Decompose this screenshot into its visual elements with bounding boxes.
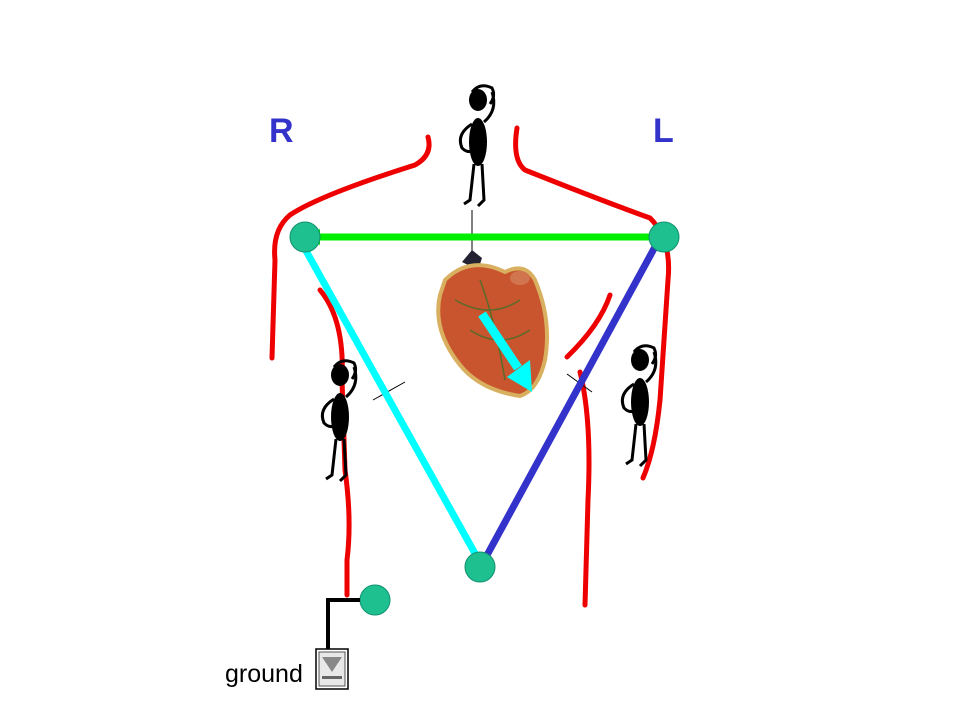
electrode-right-arm	[289, 221, 321, 253]
label-left: L	[653, 112, 674, 150]
electrode-ground	[359, 584, 391, 616]
ground-symbol-icon	[315, 648, 349, 690]
observer-figure-lead-I	[458, 84, 496, 208]
electrode-left-leg	[464, 551, 496, 583]
heart-vector-arrow	[478, 311, 522, 371]
label-right: R	[269, 112, 294, 150]
body-outline-right-shoulder	[269, 134, 432, 361]
lead-III-line	[476, 232, 666, 570]
observer-figure-lead-II	[320, 359, 358, 483]
label-ground: ground	[225, 660, 303, 688]
lead-II-line	[296, 238, 486, 568]
ground-wire	[326, 598, 360, 650]
electrode-left-arm	[648, 221, 680, 253]
heart-vector-arrowhead	[507, 360, 532, 392]
body-outline-left-shoulder	[513, 125, 672, 481]
